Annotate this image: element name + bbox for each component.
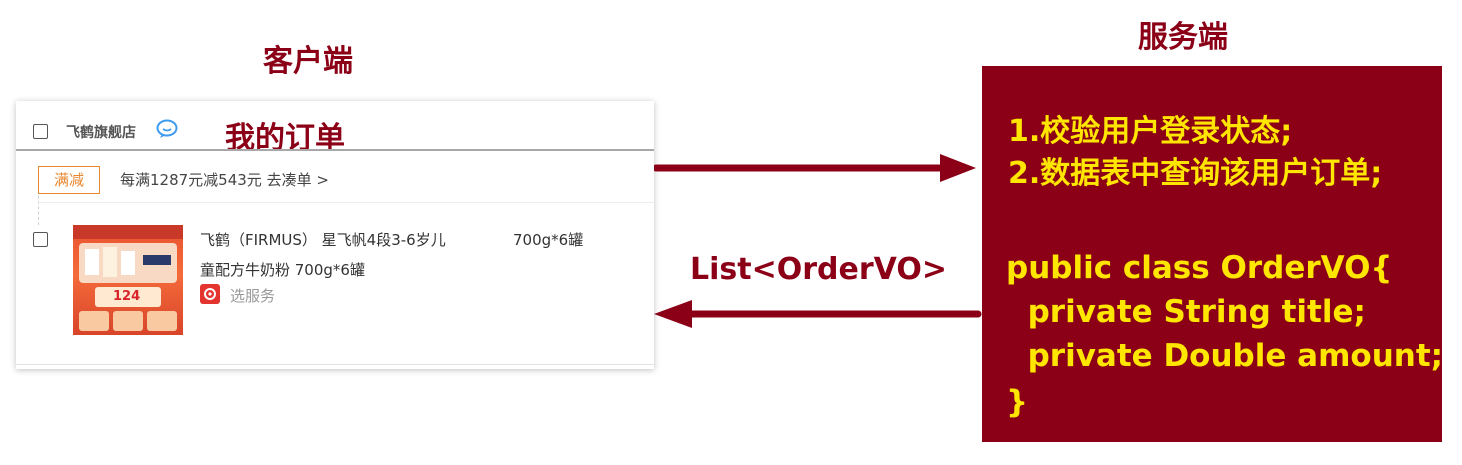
promo-tag: 满减 (38, 166, 100, 194)
service-link[interactable]: 选服务 (230, 287, 276, 305)
code-line-4: } (1006, 384, 1029, 420)
response-label: List<OrderVO> (690, 252, 947, 287)
product-spec: 700g*6罐 (513, 231, 584, 249)
server-step-1: 1.校验用户登录状态; (1008, 114, 1293, 149)
image-price-badge: 124 (113, 289, 141, 304)
code-line-3: private Double amount; (1006, 338, 1444, 374)
request-arrow (654, 154, 976, 182)
card-bottom-line (16, 364, 654, 365)
header-divider (16, 149, 654, 151)
code-line-2: private String title; (1006, 294, 1366, 330)
product-image[interactable]: 124 (73, 225, 183, 335)
server-step-2: 2.数据表中查询该用户订单; (1008, 156, 1383, 191)
product-name-line1[interactable]: 飞鹤（FIRMUS） 星飞帆4段3-6岁儿 (200, 231, 446, 249)
chat-icon[interactable] (156, 119, 178, 139)
service-icon[interactable] (200, 284, 220, 304)
code-line-1: public class OrderVO{ (1006, 250, 1393, 286)
server-box: 1.校验用户登录状态; 2.数据表中查询该用户订单; public class … (982, 66, 1444, 442)
promo-divider (38, 202, 654, 203)
server-heading: 服务端 (1138, 20, 1228, 55)
item-checkbox[interactable] (33, 232, 48, 247)
promo-text[interactable]: 每满1287元减543元 去凑单 > (120, 171, 329, 189)
client-heading: 客户端 (263, 44, 353, 79)
product-name-line2[interactable]: 童配方牛奶粉 700g*6罐 (200, 261, 365, 279)
promo-connector (38, 185, 39, 225)
order-card: 飞鹤旗舰店 我的订单 满减 每满1287元减543元 去凑单 > 124 飞鹤（… (16, 101, 654, 369)
shop-checkbox[interactable] (33, 124, 48, 139)
response-arrow (654, 300, 982, 328)
shop-name[interactable]: 飞鹤旗舰店 (66, 125, 136, 141)
